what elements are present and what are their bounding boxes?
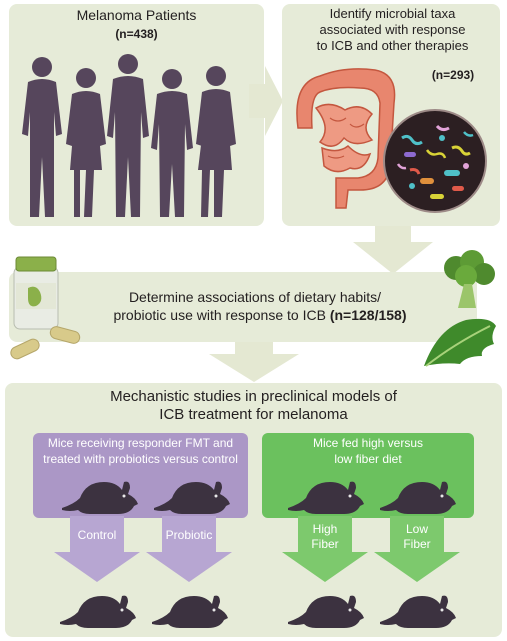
- right-arrow: [249, 66, 283, 136]
- mouse-icon: [288, 595, 364, 628]
- low-fiber-label-line1: Low: [405, 522, 428, 536]
- microbes-count: (n=293): [431, 68, 475, 82]
- microbes-title-line3: to ICB and other therapies: [316, 38, 469, 53]
- mouse-icon: [60, 595, 136, 628]
- diet-panel: [9, 272, 477, 342]
- probiotic-label: Probiotic: [165, 528, 213, 542]
- person-silhouette-icon: [151, 69, 193, 217]
- intestine-illustration: [296, 68, 396, 209]
- probiotic-bottle-icon: [10, 256, 81, 360]
- mouse-icon: [152, 595, 228, 628]
- patients-title: Melanoma Patients: [76, 7, 197, 23]
- mouse-icon: [380, 481, 456, 514]
- broccoli-icon: [444, 250, 495, 308]
- patient-silhouettes-illustration: [22, 54, 236, 217]
- microbes-title-line1: Identify microbial taxa: [329, 6, 456, 21]
- mouse-icon: [380, 595, 456, 628]
- mouse-icon: [62, 481, 138, 514]
- control-arrow: [54, 516, 140, 582]
- fiber-header-line2: low fiber diet: [334, 452, 402, 466]
- diet-line2-row: probiotic use with response to ICB (n=12…: [70, 307, 450, 323]
- microbiome-magnified-icon: [383, 109, 487, 213]
- person-silhouette-icon: [66, 68, 106, 217]
- high-fiber-label-line2: Fiber: [311, 537, 339, 551]
- high-fiber-label-line1: High: [312, 522, 338, 536]
- kale-icon: [424, 318, 496, 367]
- mouse-icon: [288, 481, 364, 514]
- patients-count: (n=438): [115, 27, 158, 41]
- person-silhouette-icon: [196, 66, 236, 217]
- mechanistic-title-line1: Mechanistic studies in preclinical model…: [110, 388, 397, 405]
- probiotic-arrow: [146, 516, 232, 582]
- mouse-icon: [154, 481, 230, 514]
- diet-count: (n=128/158): [329, 307, 407, 323]
- mechanistic-title-line2: ICB treatment for melanoma: [159, 406, 348, 423]
- diet-line2: probiotic use with response to ICB: [113, 307, 326, 323]
- low-fiber-arrow: [374, 516, 460, 582]
- down-arrow: [353, 226, 433, 274]
- person-silhouette-icon: [22, 57, 62, 217]
- high-fiber-arrow: [282, 516, 368, 582]
- fmt-header-line1: Mice receiving responder FMT and: [47, 436, 234, 450]
- fiber-header-line1: Mice fed high versus: [312, 436, 424, 450]
- control-label: Control: [77, 528, 117, 542]
- diet-line1: Determine associations of dietary habits…: [128, 289, 382, 305]
- microbes-title-line2: associated with response: [319, 22, 466, 37]
- low-fiber-label-line2: Fiber: [403, 537, 431, 551]
- fmt-header-line2: treated with probiotics versus control: [43, 452, 238, 466]
- person-silhouette-icon: [107, 54, 149, 217]
- down-arrow-2: [209, 342, 299, 382]
